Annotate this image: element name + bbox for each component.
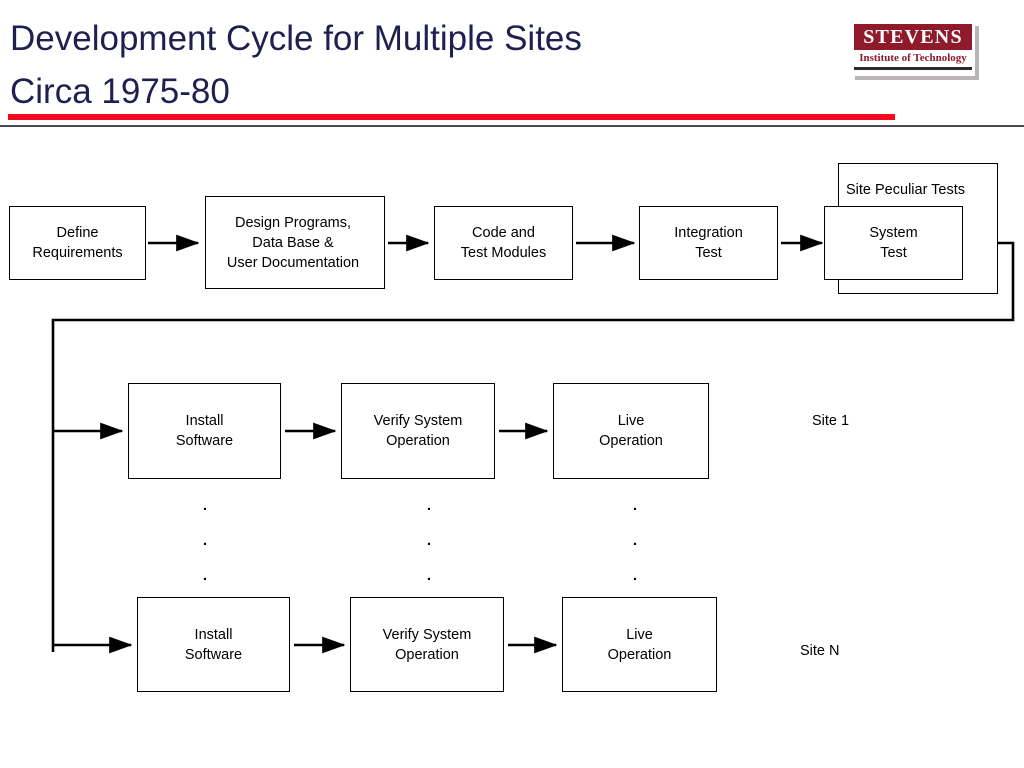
box-label: Live Operation: [599, 413, 663, 449]
title-divider: [0, 125, 1024, 127]
process-box-code-and-test-modules[interactable]: Code and Test Modules: [434, 206, 573, 280]
ellipsis-column-verify: . . .: [426, 497, 432, 584]
process-box-install-software-site1[interactable]: Install Software: [128, 383, 281, 479]
process-box-live-operation-siteN[interactable]: Live Operation: [562, 597, 717, 692]
box-label: System Test: [869, 225, 918, 261]
process-box-define-requirements[interactable]: Define Requirements: [9, 206, 146, 280]
box-label: Install Software: [184, 626, 243, 663]
title-accent-rule: [8, 114, 895, 120]
logo-wordmark: STEVENS: [854, 24, 972, 50]
process-flow-diagram: Site Peculiar Tests Define Requirements …: [0, 128, 1024, 768]
process-box-install-software-siteN[interactable]: Install Software: [137, 597, 290, 692]
process-box-design-programs[interactable]: Design Programs, Data Base & User Docume…: [205, 196, 385, 289]
site-peculiar-tests-label: Site Peculiar Tests: [846, 182, 966, 198]
process-box-verify-system-operation-site1[interactable]: Verify System Operation: [341, 383, 495, 479]
process-box-live-operation-site1[interactable]: Live Operation: [553, 383, 709, 479]
box-label: Design Programs, Data Base & User Docume…: [226, 214, 360, 271]
box-label: Code and Test Modules: [460, 225, 547, 261]
box-label: Verify System Operation: [382, 626, 472, 663]
box-label: Install Software: [175, 413, 234, 449]
page-title: Development Cycle for Multiple Sites Cir…: [10, 19, 582, 111]
ellipsis-column-install: . . .: [202, 497, 208, 584]
logo-tagline: Institute of Technology: [859, 52, 967, 64]
logo-underline: [854, 67, 972, 70]
row-label-siteN: Site N: [800, 643, 840, 659]
ellipsis-column-live: . . .: [632, 497, 638, 584]
box-label: Integration Test: [674, 225, 743, 261]
process-box-verify-system-operation-siteN[interactable]: Verify System Operation: [350, 597, 504, 692]
stevens-logo: STEVENS Institute of Technology: [851, 22, 979, 80]
process-box-integration-test[interactable]: Integration Test: [639, 206, 778, 280]
process-box-system-test[interactable]: System Test: [824, 206, 963, 280]
box-label: Live Operation: [607, 626, 672, 663]
slide-header: Development Cycle for Multiple Sites Cir…: [0, 0, 1024, 128]
box-label: Define Requirements: [32, 225, 123, 261]
row-label-site1: Site 1: [812, 413, 850, 429]
box-label: Verify System Operation: [373, 413, 463, 449]
